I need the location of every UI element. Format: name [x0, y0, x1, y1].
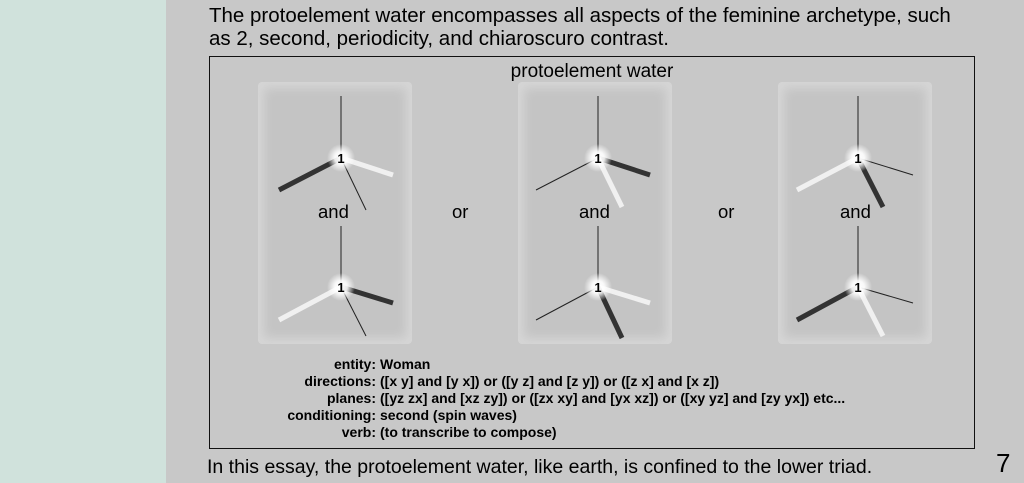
connector-or-2: or: [718, 201, 735, 222]
planes-label: planes:: [326, 390, 376, 406]
figure-2-top: 1: [535, 96, 651, 209]
row-conditioning: conditioning: second (spin waves): [230, 407, 970, 424]
node-label: 1: [594, 151, 601, 166]
attribute-table: entity: Woman directions: ([x y] and [y …: [230, 356, 970, 441]
directions-value: ([x y] and [y x]) or ([y z] and [z y]) o…: [380, 373, 720, 389]
row-planes: planes: ([yz zx] and [xz zy]) or ([zx xy…: [230, 390, 970, 407]
node-label: 1: [594, 280, 601, 295]
entity-label: entity:: [334, 356, 376, 372]
diagram-frame: protoelement water: [209, 56, 975, 449]
row-entity: entity: Woman: [230, 356, 970, 373]
figure-2-bottom: 1: [535, 226, 651, 340]
node-label: 1: [337, 151, 344, 166]
conditioning-label: conditioning:: [287, 407, 376, 423]
figure-3-top: 1: [795, 96, 914, 209]
diagram-title: protoelement water: [510, 61, 674, 82]
verb-value: (to transcribe to compose): [380, 424, 557, 440]
node-label: 1: [337, 280, 344, 295]
connector-or-1: or: [452, 201, 469, 222]
connector-and-3: and: [840, 201, 871, 222]
verb-label: verb:: [341, 424, 376, 440]
directions-label: directions:: [304, 373, 376, 389]
figure-1-top: 1: [277, 96, 394, 211]
node-label: 1: [854, 280, 861, 295]
connector-and-2: and: [579, 201, 610, 222]
intro-text: The protoelement water encompasses all a…: [209, 4, 951, 50]
figure-3-bottom: 1: [795, 226, 914, 338]
planes-value: ([yz zx] and [xz zy]) or ([zx xy] and [y…: [380, 390, 846, 406]
row-verb: verb: (to transcribe to compose): [230, 424, 970, 441]
connector-and-1: and: [318, 201, 349, 222]
outro-text: In this essay, the protoelement water, l…: [207, 456, 873, 478]
row-directions: directions: ([x y] and [y x]) or ([y z] …: [230, 373, 970, 390]
conditioning-value: second (spin waves): [380, 407, 517, 423]
node-label: 1: [854, 151, 861, 166]
left-sidebar-panel: [0, 0, 166, 483]
entity-value: Woman: [380, 356, 431, 372]
page-number: 7: [996, 448, 1011, 478]
figure-1-bottom: 1: [277, 226, 394, 337]
